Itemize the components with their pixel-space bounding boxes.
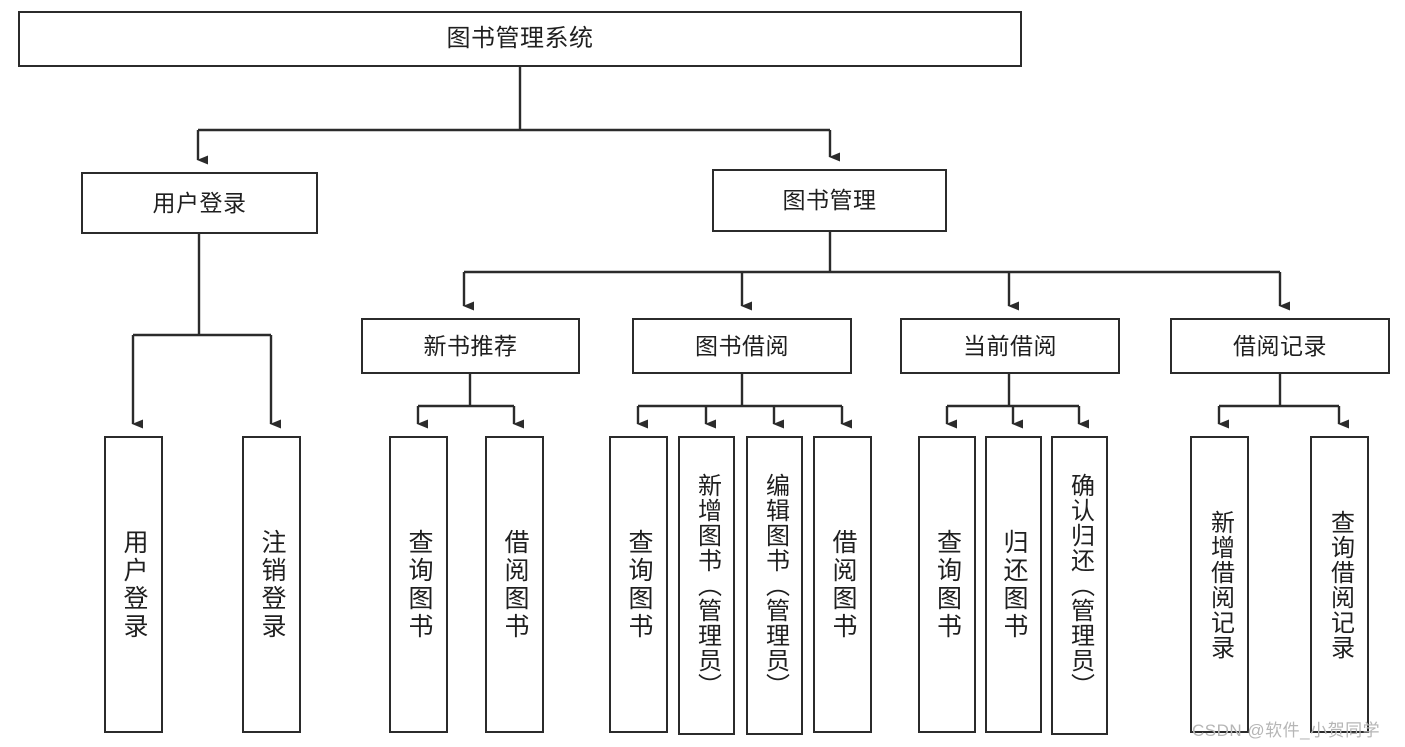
node-leaf-add-borrow-record-label: 新增借阅记录 bbox=[1206, 509, 1234, 660]
node-leaf-return-book-label: 归还图书 bbox=[1000, 528, 1028, 641]
node-book-management-label: 图书管理 bbox=[782, 187, 877, 214]
node-leaf-return-book[interactable]: 归还图书 bbox=[985, 436, 1042, 733]
node-leaf-confirm-return-admin[interactable]: 确认归还（管理员） bbox=[1051, 436, 1108, 735]
node-leaf-logout[interactable]: 注销登录 bbox=[242, 436, 301, 733]
node-new-book-recommend[interactable]: 新书推荐 bbox=[361, 318, 580, 374]
node-leaf-borrow-book-recommend-label: 借阅图书 bbox=[501, 528, 529, 641]
node-leaf-add-book-admin-label: 新增图书（管理员） bbox=[693, 473, 721, 698]
node-root-label: 图书管理系统 bbox=[446, 25, 594, 53]
node-book-borrow[interactable]: 图书借阅 bbox=[632, 318, 852, 374]
node-leaf-borrow-book-label: 借阅图书 bbox=[829, 528, 857, 641]
node-new-book-recommend-label: 新书推荐 bbox=[423, 332, 518, 359]
node-current-borrow-label: 当前借阅 bbox=[963, 332, 1057, 359]
node-borrow-record[interactable]: 借阅记录 bbox=[1170, 318, 1390, 374]
node-user-login[interactable]: 用户登录 bbox=[81, 172, 318, 234]
node-leaf-user-login[interactable]: 用户登录 bbox=[104, 436, 163, 733]
node-leaf-add-borrow-record[interactable]: 新增借阅记录 bbox=[1190, 436, 1249, 733]
node-leaf-borrow-book[interactable]: 借阅图书 bbox=[813, 436, 872, 733]
node-user-login-label: 用户登录 bbox=[152, 189, 247, 216]
node-leaf-query-borrow-record[interactable]: 查询借阅记录 bbox=[1310, 436, 1369, 733]
node-leaf-edit-book-admin[interactable]: 编辑图书（管理员） bbox=[746, 436, 803, 735]
node-leaf-query-book-current[interactable]: 查询图书 bbox=[918, 436, 976, 733]
node-leaf-query-borrow-record-label: 查询借阅记录 bbox=[1326, 509, 1354, 660]
node-leaf-borrow-book-recommend[interactable]: 借阅图书 bbox=[485, 436, 544, 733]
node-leaf-query-book-borrow[interactable]: 查询图书 bbox=[609, 436, 668, 733]
node-leaf-add-book-admin[interactable]: 新增图书（管理员） bbox=[678, 436, 735, 735]
node-leaf-query-book-recommend-label: 查询图书 bbox=[405, 528, 433, 641]
csdn-watermark: CSDN @软件_小贺同学 bbox=[1192, 721, 1381, 740]
node-current-borrow[interactable]: 当前借阅 bbox=[900, 318, 1120, 374]
node-leaf-query-book-current-label: 查询图书 bbox=[933, 528, 962, 641]
node-book-management[interactable]: 图书管理 bbox=[712, 169, 947, 232]
node-leaf-query-book-recommend[interactable]: 查询图书 bbox=[389, 436, 448, 733]
node-leaf-query-book-borrow-label: 查询图书 bbox=[625, 528, 653, 641]
node-borrow-record-label: 借阅记录 bbox=[1233, 332, 1327, 359]
node-leaf-user-login-label: 用户登录 bbox=[120, 528, 148, 641]
node-leaf-confirm-return-admin-label: 确认归还（管理员） bbox=[1066, 473, 1094, 698]
node-root-book-management-system[interactable]: 图书管理系统 bbox=[18, 11, 1022, 67]
node-leaf-edit-book-admin-label: 编辑图书（管理员） bbox=[761, 473, 789, 698]
node-book-borrow-label: 图书借阅 bbox=[695, 332, 789, 359]
node-leaf-logout-label: 注销登录 bbox=[258, 528, 286, 641]
